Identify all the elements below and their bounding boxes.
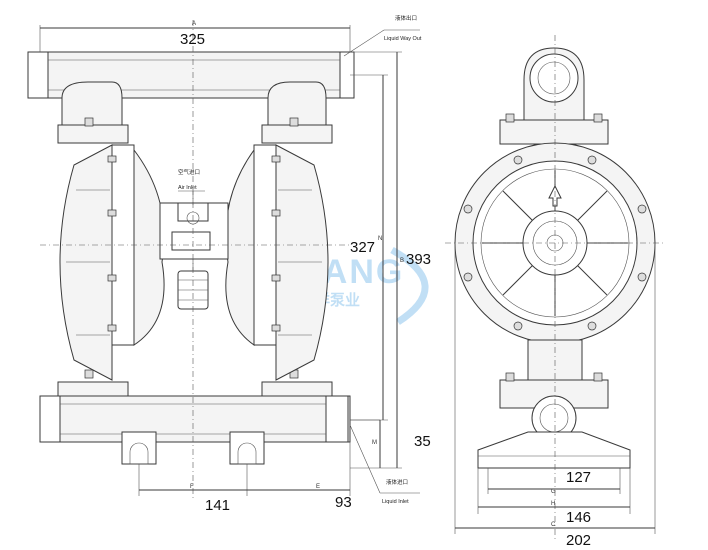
air-valve-panel bbox=[171, 231, 211, 251]
side-outlet-port bbox=[529, 53, 579, 103]
dimension-value-G: 127 bbox=[566, 469, 591, 486]
right-chamber bbox=[275, 144, 329, 381]
dimension-M: M 35 bbox=[350, 419, 431, 468]
dimension-C: C 202 bbox=[454, 243, 656, 549]
dimension-value-B: 393 bbox=[406, 251, 431, 268]
dimension-value-A: 325 bbox=[180, 31, 205, 48]
bottom-port-right bbox=[325, 395, 349, 443]
inlet-label-cn: 液体进口 bbox=[386, 478, 408, 486]
side-top-flange bbox=[499, 119, 609, 145]
side-base-stand bbox=[477, 431, 631, 469]
air-inlet-callout: 空气进口 Air Inlet bbox=[178, 168, 205, 205]
right-air-cover bbox=[225, 148, 255, 346]
dimension-letter-F: F bbox=[190, 484, 194, 490]
dimension-N: N 327 bbox=[350, 74, 388, 421]
top-port-left bbox=[27, 51, 49, 99]
dimension-value-H: 146 bbox=[566, 509, 591, 526]
liquid-outlet-callout: 液体出口 Liquid Way Out bbox=[343, 14, 422, 57]
dimension-A: A 325 bbox=[39, 21, 351, 52]
dimension-letter-B: B bbox=[400, 258, 404, 264]
dimension-value-C: 202 bbox=[566, 532, 591, 549]
left-chamber bbox=[59, 144, 113, 381]
foot-right bbox=[229, 431, 265, 465]
dimension-letter-E: E bbox=[316, 484, 320, 490]
air-inlet-label-cn: 空气进口 bbox=[178, 168, 200, 176]
left-air-cover bbox=[133, 148, 165, 346]
dimension-letter-G: G bbox=[551, 489, 556, 495]
dimension-value-E: 93 bbox=[335, 494, 352, 511]
outlet-label-cn: 液体出口 bbox=[395, 14, 417, 22]
dimension-F-E: F E 141 93 bbox=[138, 442, 352, 514]
dimension-value-M: 35 bbox=[414, 433, 431, 450]
dimension-letter-N: N bbox=[378, 236, 382, 242]
side-view bbox=[445, 35, 665, 540]
top-flange-left bbox=[57, 124, 129, 144]
front-view bbox=[27, 20, 355, 500]
dimension-letter-M: M bbox=[372, 440, 377, 446]
dimension-letter-C: C bbox=[551, 522, 556, 528]
dimension-letter-A: A bbox=[192, 21, 196, 27]
foot-left bbox=[121, 431, 157, 465]
top-flange-right bbox=[261, 124, 333, 144]
bottom-manifold bbox=[39, 395, 351, 443]
dimension-B: B 393 bbox=[350, 51, 431, 469]
dimension-H: H 146 bbox=[477, 468, 631, 526]
inlet-label-en: Liquid Inlet bbox=[382, 499, 409, 505]
top-elbow-left bbox=[61, 81, 123, 126]
bottom-port-left bbox=[39, 395, 61, 443]
top-elbow-right bbox=[267, 81, 327, 126]
dimension-value-F: 141 bbox=[205, 497, 230, 514]
outlet-label-en: Liquid Way Out bbox=[384, 36, 422, 42]
air-inlet-label-en: Air Inlet bbox=[178, 185, 197, 191]
liquid-inlet-callout: 液体进口 Liquid Inlet bbox=[349, 424, 420, 505]
dimension-letter-H: H bbox=[551, 501, 555, 507]
dimension-value-N: 327 bbox=[350, 239, 375, 256]
watermark-swoosh bbox=[390, 246, 429, 325]
dimension-G: G 127 bbox=[487, 468, 621, 495]
